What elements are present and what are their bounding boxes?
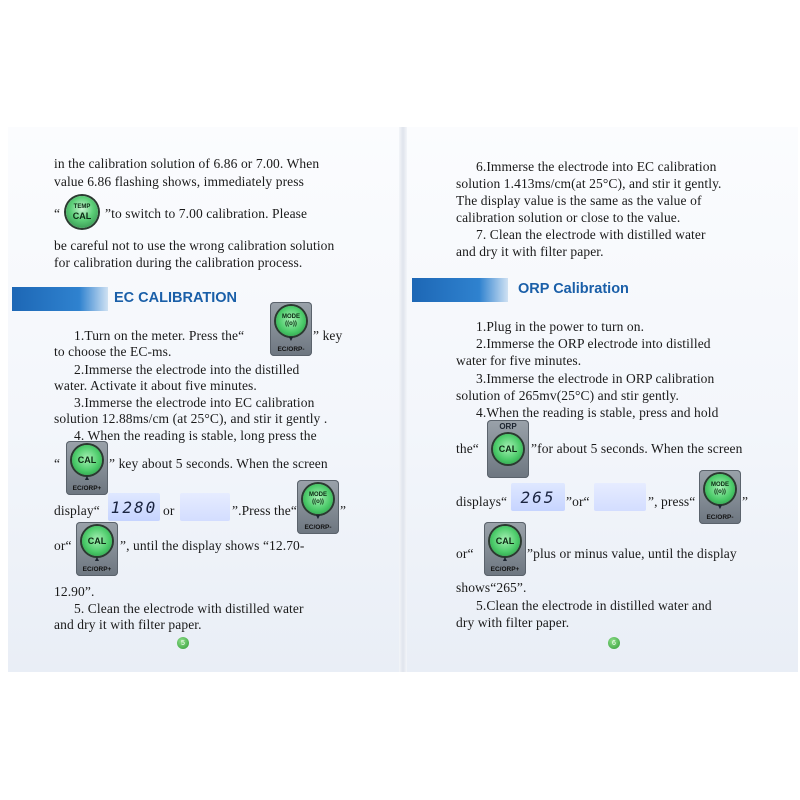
orp-cal-key-sub-label-2: EC/ORP+ bbox=[490, 566, 520, 573]
orp-cal-key-icon: ORP CAL bbox=[487, 420, 529, 478]
orp-step4-d-post: ”plus or minus value, until the display bbox=[527, 546, 737, 561]
cal-key-label: CAL bbox=[77, 455, 97, 465]
right-step6-a: 6.Immerse the electrode into EC calibrat… bbox=[476, 159, 717, 174]
right-step7-a: 7. Clean the electrode with distilled wa… bbox=[476, 227, 706, 242]
ec-step1-a: 1.Turn on the meter. Press the“ bbox=[74, 328, 245, 343]
orp-step3-a: 3.Immerse the electrode in ORP calibrati… bbox=[476, 371, 715, 386]
cal-key-sub-label-2: EC/ORP+ bbox=[82, 566, 112, 573]
ec-step5-b: and dry it with filter paper. bbox=[54, 617, 202, 632]
ec-step1-c: to choose the EC-ms. bbox=[54, 344, 172, 359]
cal-key-icon-2: CAL ▲ EC/ORP+ bbox=[76, 522, 118, 576]
ec-step4-e: 12.90”. bbox=[54, 584, 95, 599]
mode-key-sub-label-2: EC/ORP- bbox=[304, 524, 332, 531]
ec-step4-quote: “ bbox=[54, 456, 61, 471]
mode-key-icon: MODE((o)) ▼ EC/ORP- bbox=[270, 302, 312, 356]
lcd-reading-265: 265 bbox=[511, 483, 565, 511]
right-step6-d: calibration solution or close to the val… bbox=[456, 210, 681, 225]
orp-heading-band bbox=[412, 278, 508, 302]
book-gutter bbox=[399, 127, 407, 672]
orp-step2-b: water for five minutes. bbox=[456, 353, 582, 368]
lcd-reading-1280: 1280 bbox=[108, 493, 160, 521]
left-intro-line-2: value 6.86 flashing shows, immediately p… bbox=[54, 174, 304, 189]
ec-calibration-heading: EC CALIBRATION bbox=[114, 290, 237, 306]
ec-step3-a: 3.Immerse the electrode into EC calibrat… bbox=[74, 395, 315, 410]
orp-cal-key-label: CAL bbox=[498, 444, 518, 454]
temp-cal-key-icon: TEMP CAL bbox=[64, 194, 102, 232]
ec-step4-b: ” key about 5 seconds. When the screen bbox=[109, 456, 328, 471]
right-step6-b: solution 1.413ms/cm(at 25°C), and stir i… bbox=[456, 176, 722, 191]
right-page-number: 6 bbox=[608, 637, 620, 649]
cal-key-icon: CAL ▲ EC/ORP+ bbox=[66, 441, 108, 495]
orp-mode-key-label: MODE bbox=[711, 482, 729, 488]
orp-step5-b: dry with filter paper. bbox=[456, 615, 570, 630]
lcd-blank-display bbox=[180, 493, 230, 521]
orp-step4-c-end: ” bbox=[742, 494, 749, 509]
ec-step4-d-post: ”, until the display shows “12.70- bbox=[120, 538, 305, 553]
ec-step4-c-or: or bbox=[163, 503, 175, 518]
left-page-number: 5 bbox=[177, 637, 189, 649]
mode-key-icon-2: MODE((o)) ▼ EC/ORP- bbox=[297, 480, 339, 534]
ec-step1-b: ” key bbox=[313, 328, 343, 343]
ec-heading-band bbox=[12, 287, 108, 311]
mode-key-sub-label: EC/ORP- bbox=[277, 346, 305, 353]
orp-step4-d-pre: or“ bbox=[456, 546, 474, 561]
orp-step4-c-pre: displays“ bbox=[456, 494, 508, 509]
orp-step4-b-pre: the“ bbox=[456, 441, 479, 456]
left-intro-line-3: ”to switch to 7.00 calibration. Please bbox=[105, 206, 308, 221]
cal-key-label-2: CAL bbox=[87, 536, 107, 546]
temp-cal-key-top-label: TEMP bbox=[73, 203, 91, 210]
orp-cal-key-top-label: ORP bbox=[499, 422, 517, 431]
ec-step2-b: water. Activate it about five minutes. bbox=[54, 378, 257, 393]
ec-step4-c-pre: display“ bbox=[54, 503, 100, 518]
mode-key-label: MODE bbox=[282, 314, 300, 320]
orp-step3-b: solution of 265mv(25°C) and stir gently. bbox=[456, 388, 680, 403]
left-intro-quote: “ bbox=[54, 206, 61, 221]
orp-mode-key-icon: MODE((o)) ▼ EC/ORP- bbox=[699, 470, 741, 524]
orp-step5-a: 5.Clean the electrode in distilled water… bbox=[476, 598, 712, 613]
lcd-blank-display-orp bbox=[594, 483, 646, 511]
orp-step4-c-or: ”or“ bbox=[566, 494, 590, 509]
temp-cal-key-bottom-label: CAL bbox=[72, 210, 92, 221]
orp-step4-c-press: ”, press“ bbox=[648, 494, 696, 509]
left-intro-line-4: be careful not to use the wrong calibrat… bbox=[54, 238, 335, 253]
orp-calibration-heading: ORP Calibration bbox=[518, 281, 629, 297]
orp-mode-key-sub-label: EC/ORP- bbox=[706, 514, 734, 521]
orp-cal-key-icon-2: CAL ▲ EC/ORP+ bbox=[484, 522, 526, 576]
cal-key-sub-label: EC/ORP+ bbox=[72, 485, 102, 492]
mode-key-label-2: MODE bbox=[309, 492, 327, 498]
left-intro-line-1: in the calibration solution of 6.86 or 7… bbox=[54, 156, 320, 171]
ec-step5-a: 5. Clean the electrode with distilled wa… bbox=[74, 601, 304, 616]
left-intro-line-5: for calibration during the calibration p… bbox=[54, 255, 303, 270]
ec-step4-c-end: ” bbox=[340, 503, 347, 518]
orp-step2-a: 2.Immerse the ORP electrode into distill… bbox=[476, 336, 711, 351]
orp-cal-key-label-2: CAL bbox=[495, 536, 515, 546]
ec-step3-b: solution 12.88ms/cm (at 25°C), and stir … bbox=[54, 411, 328, 426]
right-page bbox=[404, 127, 798, 672]
orp-step1: 1.Plug in the power to turn on. bbox=[476, 319, 645, 334]
right-step7-b: and dry it with filter paper. bbox=[456, 244, 604, 259]
ec-step4-d-or: or“ bbox=[54, 538, 72, 553]
right-step6-c: The display value is the same as the val… bbox=[456, 193, 702, 208]
orp-step4-b-post: ”for about 5 seconds. When the screen bbox=[531, 441, 743, 456]
orp-step4-e: shows“265”. bbox=[456, 580, 527, 595]
orp-step4-a: 4.When the reading is stable, press and … bbox=[476, 405, 719, 420]
ec-step2-a: 2.Immerse the electrode into the distill… bbox=[74, 362, 300, 377]
ec-step4-a: 4. When the reading is stable, long pres… bbox=[74, 428, 317, 443]
ec-step4-c-post: ”.Press the“ bbox=[232, 503, 297, 518]
